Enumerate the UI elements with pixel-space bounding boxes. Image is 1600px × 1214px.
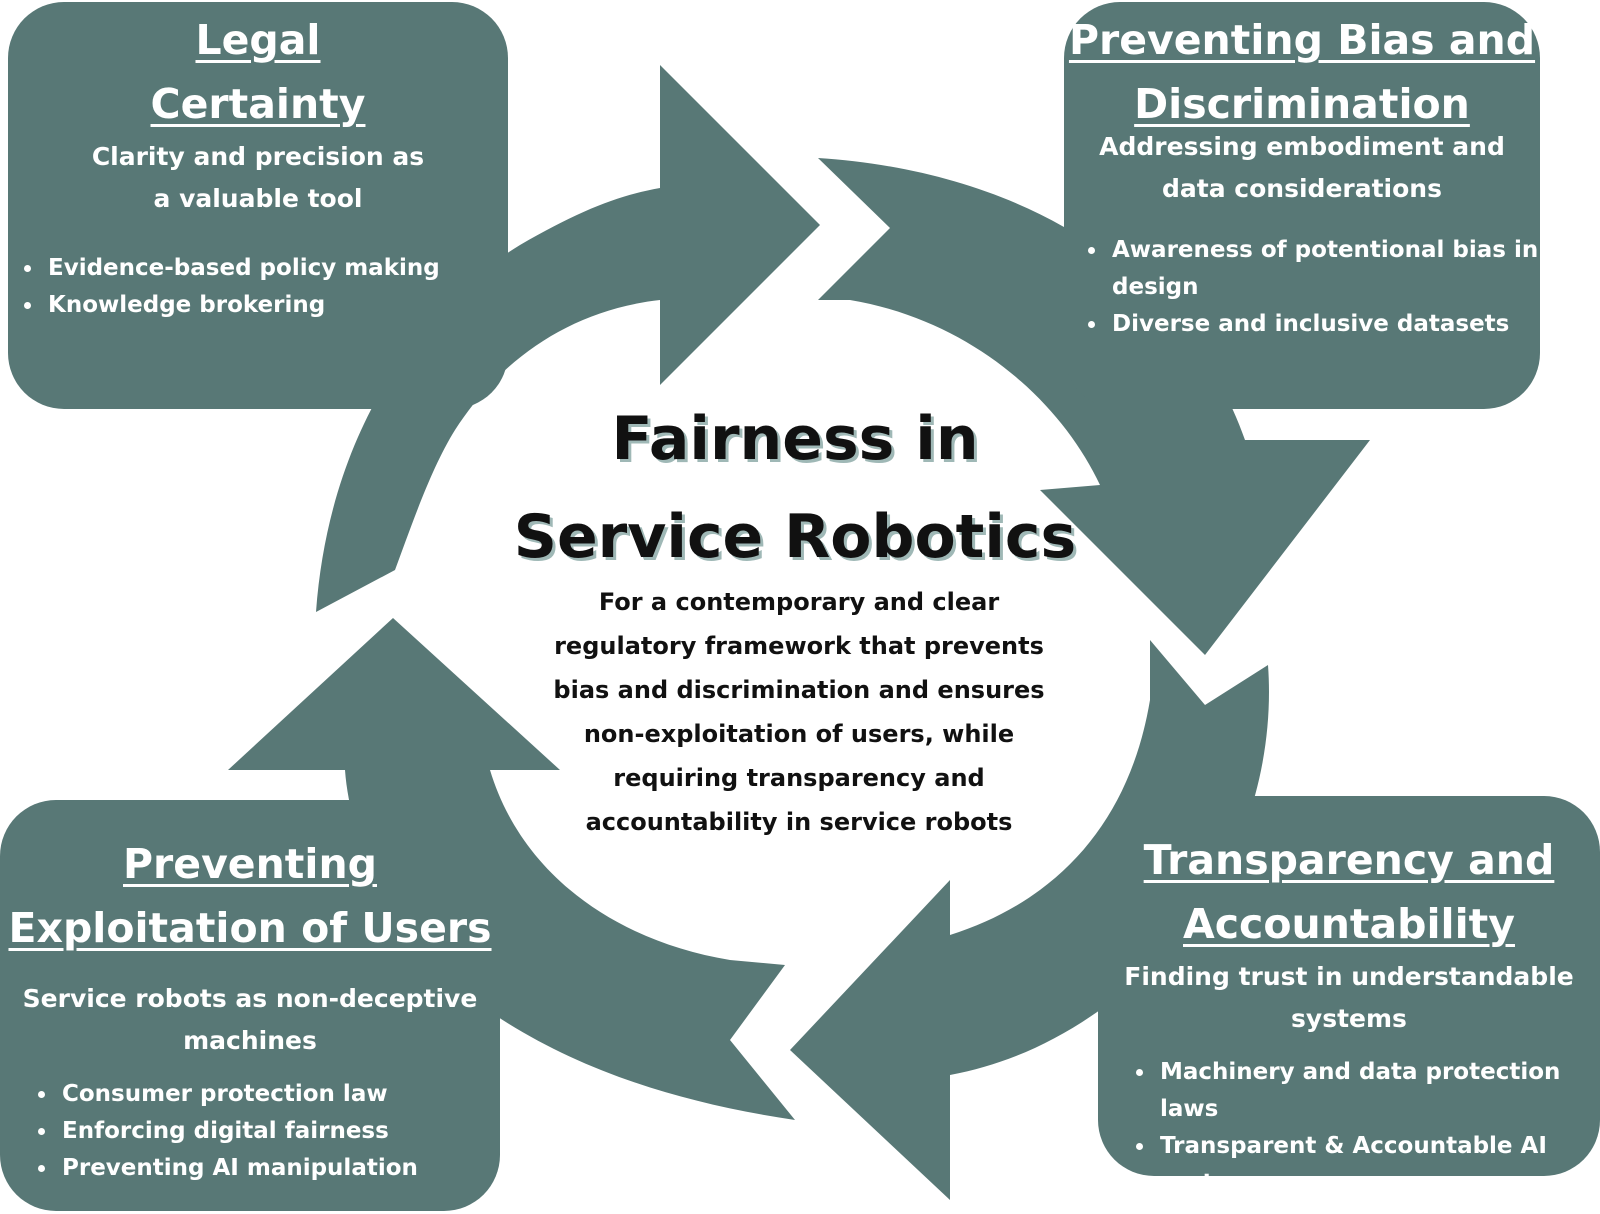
preventing-exploitation-subtitle: Service robots as non-deceptive machines [0, 978, 500, 1062]
center-description: For a contemporary and clear regulatory … [553, 588, 1045, 836]
legal-title-line2: Certainty [150, 80, 366, 128]
bias-subtitle-line1: Addressing embodiment and [1099, 132, 1505, 161]
bullet-item: Machinery and data protection laws [1156, 1054, 1600, 1128]
center-title: Fairness in Service Robotics [470, 390, 1120, 586]
bullet-item: Knowledge brokering [44, 287, 508, 324]
transp-title-line2: Accountability [1183, 900, 1515, 948]
bullet-item: Consumer protection law [58, 1076, 500, 1113]
legal-certainty-subtitle: Clarity and precision as a valuable tool [8, 136, 508, 220]
legal-certainty-box: Legal Certainty Clarity and precision as… [8, 2, 508, 409]
center-title-line2: Service Robotics [513, 502, 1077, 572]
bias-title-line1: Preventing Bias and [1068, 16, 1536, 64]
transp-subtitle-line1: Finding trust in understandable [1124, 962, 1574, 991]
preventing-bias-subtitle: Addressing embodiment and data considera… [1064, 126, 1540, 210]
cycle-arrow-top [316, 65, 820, 612]
legal-certainty-title: Legal Certainty [8, 8, 508, 136]
preventing-exploitation-title: Preventing Exploitation of Users [0, 832, 500, 960]
exploit-subtitle-line1: Service robots as non-deceptive [22, 984, 478, 1013]
preventing-bias-title: Preventing Bias and Discrimination [1064, 8, 1540, 136]
transparency-bullets: Machinery and data protection laws Trans… [1098, 1054, 1600, 1202]
preventing-bias-box: Preventing Bias and Discrimination Addre… [1064, 2, 1540, 409]
preventing-exploitation-bullets: Consumer protection law Enforcing digita… [0, 1076, 500, 1187]
transp-title-line1: Transparency and [1143, 836, 1555, 884]
cycle-arrow-right [818, 158, 1370, 655]
legal-certainty-bullets: Evidence-based policy making Knowledge b… [8, 250, 508, 324]
bullet-item: Diverse and inclusive datasets [1108, 306, 1540, 343]
transparency-title: Transparency and Accountability [1098, 828, 1600, 956]
bullet-item: Evidence-based policy making [44, 250, 508, 287]
bullet-item: Awareness of potentional bias in design [1108, 232, 1540, 306]
bias-title-line2: Discrimination [1134, 80, 1470, 128]
legal-subtitle-line2: a valuable tool [153, 184, 363, 213]
preventing-bias-bullets: Awareness of potentional bias in design … [1064, 232, 1540, 343]
exploit-subtitle-line2: machines [183, 1026, 317, 1055]
legal-subtitle-line1: Clarity and precision as [91, 142, 425, 171]
exploit-title-line2: Exploitation of Users [8, 904, 492, 952]
bias-subtitle-line2: data considerations [1162, 174, 1442, 203]
center-title-line1: Fairness in [611, 404, 979, 474]
cycle-arrow-left [228, 618, 795, 1120]
bullet-item: Transparent & Accountable AI systems [1156, 1128, 1600, 1202]
bullet-item: Preventing AI manipulation [58, 1150, 500, 1187]
transp-subtitle-line2: systems [1291, 1004, 1407, 1033]
exploit-title-line1: Preventing [123, 840, 377, 888]
legal-title-line1: Legal [195, 16, 321, 64]
preventing-exploitation-box: Preventing Exploitation of Users Service… [0, 800, 500, 1211]
cycle-arrow-bottom [790, 640, 1269, 1200]
transparency-box: Transparency and Accountability Finding … [1098, 796, 1600, 1196]
transparency-subtitle: Finding trust in understandable systems [1098, 956, 1600, 1040]
bullet-item: Enforcing digital fairness [58, 1113, 500, 1150]
